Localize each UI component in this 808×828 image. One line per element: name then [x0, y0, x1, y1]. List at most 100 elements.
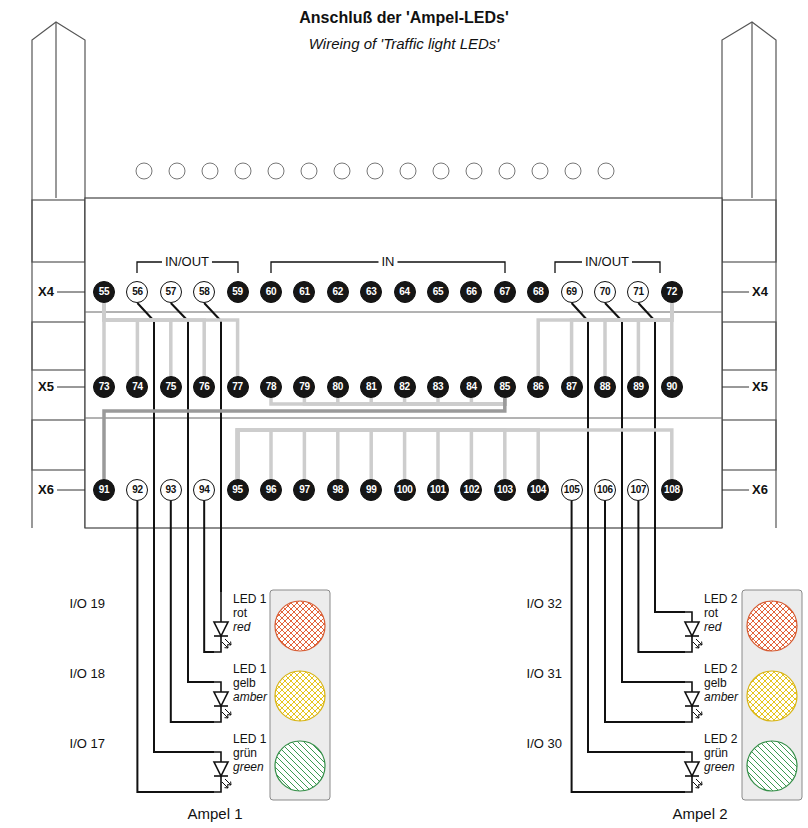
- bus-link: [638, 303, 671, 376]
- cathode-lead: [214, 636, 221, 652]
- io-channel: I/O 32: [527, 597, 562, 612]
- pin-number: 104: [530, 485, 546, 495]
- led-wire: [638, 303, 685, 612]
- led-wire: [638, 501, 685, 652]
- pin-number: 86: [533, 382, 544, 392]
- bus-link: [471, 398, 504, 404]
- pin-number: 79: [299, 382, 310, 392]
- terminal-pin: 98: [327, 479, 349, 501]
- status-led: [136, 163, 152, 179]
- terminal-pin: 76: [193, 376, 215, 398]
- bus-link: [238, 430, 405, 479]
- terminal-pin: 64: [394, 281, 416, 303]
- pin-number: 102: [463, 485, 479, 495]
- subtitle: Wireing of 'Traffic light LEDs': [309, 35, 499, 52]
- right-clip: [722, 420, 776, 470]
- pin-number: 108: [664, 485, 680, 495]
- terminal-pin: 82: [394, 376, 416, 398]
- bus-link: [405, 398, 505, 404]
- led-text-block: LED 2grüngreen: [704, 732, 737, 774]
- terminal-pin: 67: [494, 281, 516, 303]
- bus-link: [438, 398, 505, 404]
- pin-number: 72: [667, 287, 678, 297]
- bus-link: [538, 303, 672, 376]
- diode-triangle: [685, 622, 699, 636]
- pin-number: 61: [299, 287, 310, 297]
- led-diode: LED 2grüngreen: [685, 732, 741, 796]
- bus-link: [104, 303, 204, 376]
- terminal-pin: 91: [93, 479, 115, 501]
- pin-number: 94: [199, 485, 210, 495]
- pin-number: 73: [99, 382, 110, 392]
- led-diode: LED 2gelbamber: [685, 662, 742, 726]
- led-wire: [171, 501, 214, 722]
- pin-number: 64: [399, 287, 410, 297]
- pin-number: 83: [433, 382, 444, 392]
- red-lamp: [747, 601, 797, 651]
- light-emission-arrows: [693, 639, 702, 648]
- terminal-pin: 60: [260, 281, 282, 303]
- led-label: rot: [704, 606, 737, 620]
- bus-link: [238, 430, 472, 479]
- anode-lead: [214, 682, 221, 692]
- cathode-lead: [685, 706, 692, 722]
- pin-number: 107: [630, 485, 646, 495]
- terminal-pin: 84: [460, 376, 482, 398]
- anode-lead: [220, 592, 222, 622]
- strip-label-leader: [56, 292, 750, 490]
- terminal-pin: 92: [126, 479, 148, 501]
- bus-link: [605, 303, 672, 376]
- bus-link: [572, 303, 672, 376]
- cathode-lead: [214, 706, 221, 722]
- diode-symbol: [214, 592, 236, 656]
- status-led: [466, 163, 482, 179]
- red-lamp: [275, 601, 325, 651]
- pin-number: 97: [299, 485, 310, 495]
- left-clip: [32, 200, 85, 262]
- led-label: rot: [233, 606, 266, 620]
- pin-number: 58: [199, 287, 210, 297]
- amber-lamp: [747, 671, 797, 721]
- connector-name: X4: [35, 285, 57, 300]
- terminal-pin: 65: [427, 281, 449, 303]
- terminal-pin: 104: [527, 479, 549, 501]
- amber-lamp: [275, 671, 325, 721]
- right-bracket-edge: [751, 22, 752, 198]
- terminal-pin: 101: [427, 479, 449, 501]
- cathode-lead: [685, 636, 692, 652]
- bus-link: [238, 430, 271, 479]
- terminal-pin: 63: [360, 281, 382, 303]
- pin-number: 75: [166, 382, 177, 392]
- pin-number: 106: [597, 485, 613, 495]
- pin-number: 82: [399, 382, 410, 392]
- terminal-pin: 72: [661, 281, 683, 303]
- pin-number: 56: [132, 287, 143, 297]
- led-diode: LED 1rotred: [214, 592, 270, 656]
- pin-number: 88: [600, 382, 611, 392]
- pin-number: 77: [232, 382, 243, 392]
- pin-number: 87: [566, 382, 577, 392]
- terminal-pin: 57: [160, 281, 182, 303]
- terminal-pin: 55: [93, 281, 115, 303]
- connector-name: X4: [749, 285, 771, 300]
- pin-number: 98: [333, 485, 344, 495]
- bus-link: [304, 398, 504, 404]
- led-label: amber: [704, 690, 738, 704]
- terminal-pin: 81: [360, 376, 382, 398]
- pin-number: 55: [99, 287, 110, 297]
- status-led: [400, 163, 416, 179]
- group-label: IN/OUT: [162, 255, 212, 270]
- traffic-light: [742, 590, 802, 800]
- terminal-pin: 90: [661, 376, 683, 398]
- led-text-block: LED 1grüngreen: [233, 732, 266, 774]
- status-led: [202, 163, 218, 179]
- led-text-block: LED 2gelbamber: [704, 662, 738, 704]
- bus-link: [338, 398, 505, 404]
- terminal-pin: 94: [193, 479, 215, 501]
- diode-symbol: [214, 662, 236, 726]
- bus-link: [371, 398, 505, 404]
- pin-number: 68: [533, 287, 544, 297]
- led-text-block: LED 1gelbamber: [233, 662, 267, 704]
- diode-triangle: [214, 622, 228, 636]
